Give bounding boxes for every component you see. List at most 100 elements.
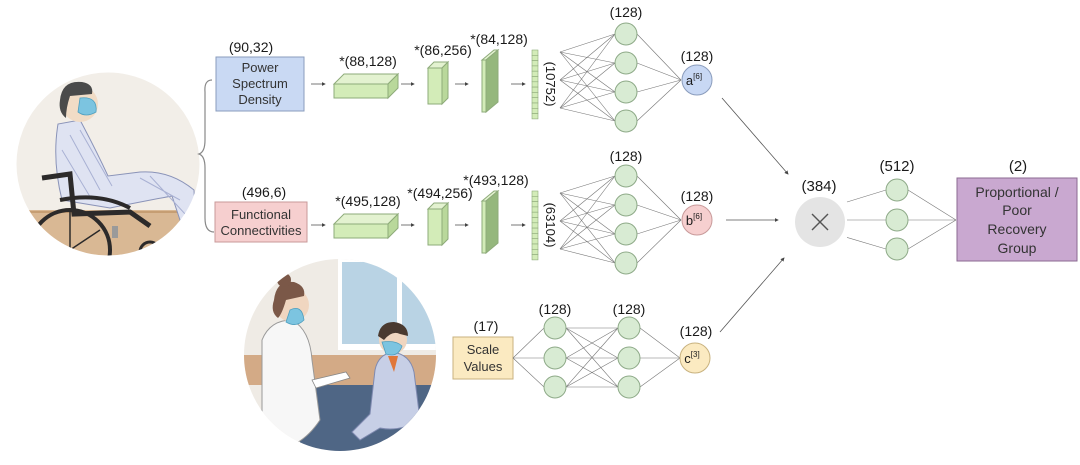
connection-edge: [636, 219, 682, 235]
dense-node: [543, 346, 567, 370]
classifier-output-size: (2): [1009, 158, 1027, 175]
dense-node: [614, 22, 638, 46]
output-label-line2: Poor: [1002, 202, 1032, 218]
dense-node: [885, 208, 909, 232]
connection-edge: [559, 175, 616, 250]
vector-cell: [531, 102, 539, 109]
classifier-hidden-size: (512): [879, 158, 914, 175]
psd-input-box: [215, 56, 305, 112]
vector-cell: [531, 49, 539, 56]
connection-edge: [559, 175, 616, 194]
tensor-top-face: [332, 73, 400, 85]
vector-cell: [531, 254, 539, 261]
psd-conv1-tensor: [332, 72, 400, 100]
psd-conv2-tensor: [426, 60, 450, 106]
fc-conv3-tensor: [480, 189, 500, 255]
fc-label-line2: Connectivities: [221, 223, 302, 238]
tensor-side-face: [441, 201, 449, 247]
connection-edge: [565, 327, 619, 388]
psd-flatten-size: (10752): [543, 62, 558, 107]
psd-output-symbol: a[6]: [686, 72, 702, 88]
fc-conv2-shape: *(494,256): [407, 185, 472, 201]
connection-edge: [636, 175, 682, 221]
vector-cell: [531, 243, 539, 250]
connection-edge: [512, 327, 545, 359]
connection-edge: [636, 62, 682, 81]
vector-cell: [531, 76, 539, 83]
fc-label-line1: Functional: [231, 207, 291, 222]
dense-node: [617, 316, 641, 340]
vector-cell: [531, 70, 539, 77]
vector-cell: [531, 190, 539, 197]
connection-edge: [907, 189, 957, 221]
connection-edge: [636, 204, 682, 221]
connection-edge: [636, 219, 682, 264]
scale-output-node: [679, 342, 711, 374]
scale-input-box: [452, 336, 514, 380]
connection-edge: [559, 175, 616, 222]
tensor-side-face: [485, 189, 499, 255]
psd-conv2-shape: *(86,256): [414, 42, 472, 58]
connection-edge: [512, 357, 545, 388]
tensor-front-face: [333, 83, 389, 99]
connection-edge: [559, 51, 616, 64]
dense-node: [614, 109, 638, 133]
fc-branch: (496,6) Functional Connectivities *(495,…: [214, 148, 714, 275]
fusion-block: (384): [719, 97, 845, 333]
vector-cell: [531, 81, 539, 88]
connection-edge: [846, 237, 887, 250]
vector-cell: [531, 54, 539, 61]
fc-output-size: (128): [681, 188, 714, 204]
vector-cell: [531, 222, 539, 229]
patient-wheelchair-frame: [15, 71, 201, 257]
connection-edge: [559, 51, 616, 93]
scale-hidden2-size: (128): [613, 301, 646, 317]
vector-cell: [531, 233, 539, 239]
connection-edge: [559, 33, 616, 53]
psd-conv3-tensor: [480, 48, 500, 114]
psd-output-node: [681, 64, 713, 96]
vector-cell: [531, 249, 539, 255]
scale-hidden1-size: (128): [539, 301, 572, 317]
vector-cell: [531, 217, 539, 224]
fc-flatten-vector: [531, 190, 539, 261]
dense-node: [885, 178, 909, 202]
connection-edge: [559, 220, 616, 264]
output-label-line4: Group: [998, 240, 1037, 256]
fc-input-shape: (496,6): [242, 184, 286, 200]
tensor-front-face: [481, 59, 487, 113]
connection-edge: [559, 204, 616, 222]
connection-edge: [636, 33, 682, 81]
vector-cell: [531, 92, 539, 99]
vector-cell: [531, 113, 539, 120]
connection-edge: [559, 107, 616, 122]
fusion-size: (384): [801, 178, 836, 195]
dense-node: [614, 193, 638, 217]
connection-edge: [559, 62, 616, 109]
connection-edge: [559, 192, 616, 235]
connection-edge: [559, 33, 616, 81]
psd-flatten-vector: [531, 49, 539, 120]
dense-node: [614, 164, 638, 188]
fc-flatten-size: (63104): [543, 203, 558, 248]
fc-input-box: [214, 201, 308, 243]
a-to-fusion-edge: [721, 97, 789, 175]
connection-edge: [846, 189, 887, 203]
branch-brace: [197, 79, 215, 233]
vector-cell: [531, 238, 539, 245]
tensor-front-face: [333, 223, 389, 239]
output-label-line1: Proportional /: [975, 184, 1058, 200]
psd-conv1-shape: *(88,128): [339, 53, 397, 69]
psd-label-line1: Power: [242, 60, 280, 75]
connection-edge: [559, 233, 616, 250]
c-to-fusion-edge: [719, 257, 785, 333]
vector-cell: [531, 196, 539, 202]
vector-cell: [531, 97, 539, 104]
scale-mlp: [512, 316, 681, 399]
connection-edge: [559, 192, 616, 264]
fc-conv1-tensor: [332, 212, 400, 240]
connection-edge: [559, 79, 616, 93]
tensor-front-face: [427, 67, 443, 105]
psd-dense-layer: [559, 22, 682, 133]
dense-node: [543, 316, 567, 340]
